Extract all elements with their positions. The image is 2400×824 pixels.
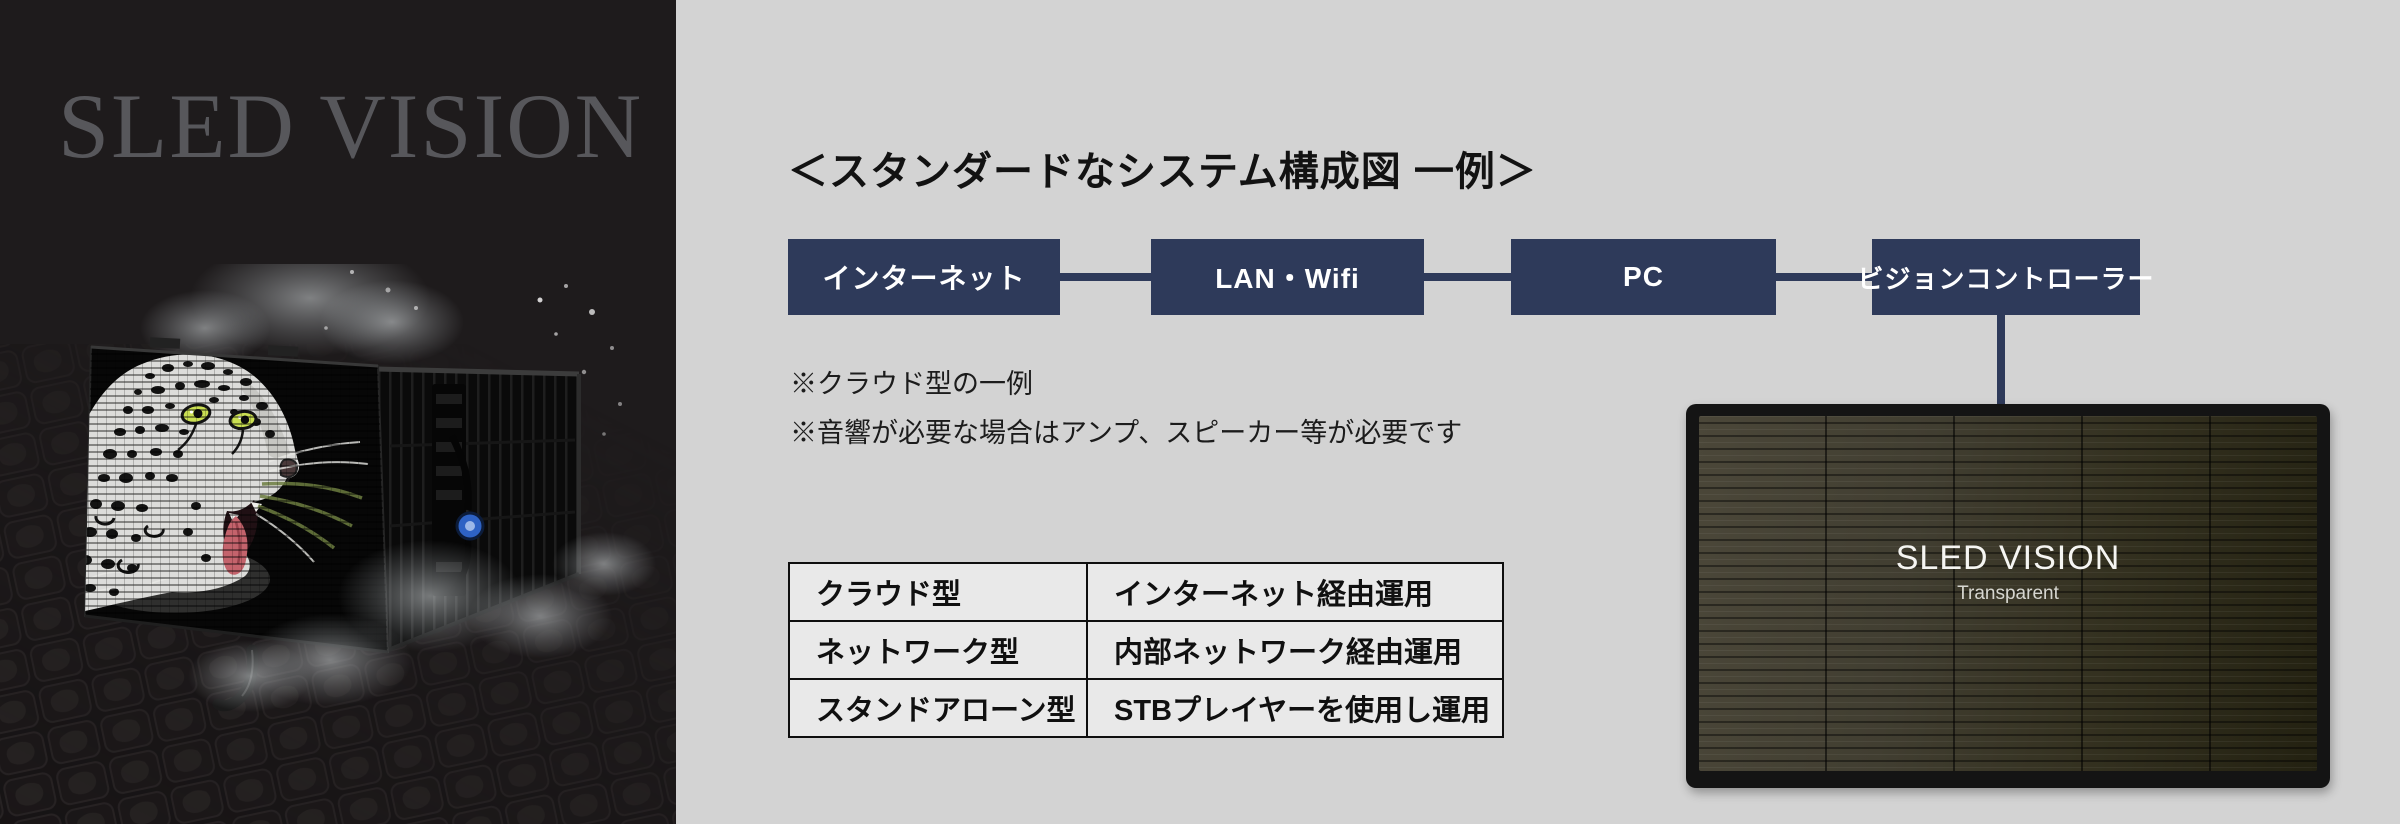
note-line: ※音響が必要な場合はアンプ、スピーカー等が必要です (790, 418, 1463, 448)
flow-node-pc: PC (1511, 239, 1776, 315)
flow-node-lan-wifi: LAN・Wifi (1151, 239, 1424, 315)
power-connector-icon (455, 511, 485, 541)
jaguar-led-panel-illustration (0, 264, 676, 824)
table-row: スタンドアローン型 STBプレイヤーを使用し運用 (790, 678, 1502, 736)
flow-node-vision-controller: ビジョンコントローラー (1858, 239, 2154, 315)
flow-connector-1 (1060, 273, 1151, 281)
page-title: ＜スタンダードなシステム構成図 一例＞ (788, 149, 1537, 194)
table-cell-description: STBプレイヤーを使用し運用 (1086, 680, 1502, 736)
table-cell-description: インターネット経由運用 (1086, 564, 1502, 620)
notes: ※クラウド型の一例 ※音響が必要な場合はアンプ、スピーカー等が必要です (790, 360, 1462, 458)
led-display-label: SLED VISION Transparent (1699, 539, 2317, 605)
led-display-screen: SLED VISION Transparent (1699, 416, 2317, 771)
flow-connector-2 (1424, 273, 1511, 281)
table-cell-type: ネットワーク型 (816, 637, 1020, 669)
brand-logo: SLED VISION (58, 75, 644, 177)
table-cell-description: 内部ネットワーク経由運用 (1086, 622, 1502, 678)
flow-node-internet: インターネット (788, 239, 1060, 315)
flow-connector-to-display (1997, 315, 2005, 405)
table-cell-type: スタンドアローン型 (816, 695, 1076, 727)
table-row: ネットワーク型 内部ネットワーク経由運用 (790, 620, 1502, 678)
note-line: ※クラウド型の一例 (790, 369, 1033, 399)
smoke-effect-front (188, 532, 656, 712)
transparent-led-display: SLED VISION Transparent (1686, 404, 2330, 788)
smoke-effect-back (140, 264, 464, 366)
brand-panel: SLED VISION (0, 0, 676, 824)
dust-particles (324, 270, 622, 436)
operation-type-table: クラウド型 インターネット経由運用 ネットワーク型 内部ネットワーク経由運用 ス… (788, 562, 1504, 738)
led-display-subtitle: Transparent (1957, 583, 2059, 605)
table-cell-type: クラウド型 (816, 579, 962, 611)
led-display-title: SLED VISION (1895, 539, 2121, 578)
flow-connector-3 (1776, 273, 1872, 281)
table-row: クラウド型 インターネット経由運用 (790, 564, 1502, 620)
led-panel-front (83, 337, 390, 654)
